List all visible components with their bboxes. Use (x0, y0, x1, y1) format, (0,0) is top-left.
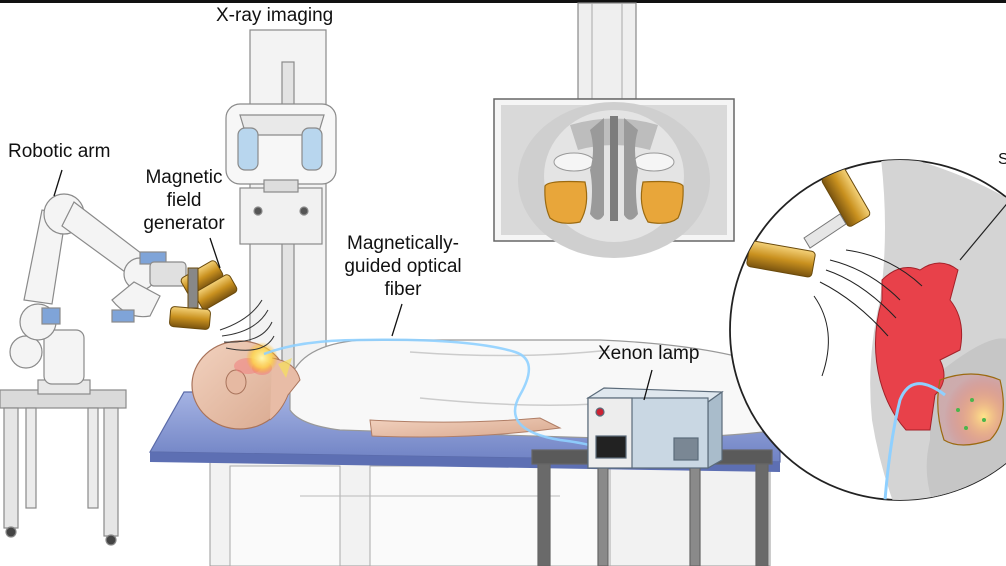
xenon-lamp (586, 387, 724, 470)
ceiling-monitor (493, 2, 735, 258)
top-border (0, 0, 1006, 3)
label-line: fiber (384, 279, 422, 300)
magnetic-field-generator (169, 260, 238, 330)
label-magnetic-field-generator: Magnetic field generator (134, 166, 234, 235)
label-line: guided optical (344, 256, 462, 277)
maxillary-sinus-right (640, 180, 684, 224)
robotic-arm (0, 193, 187, 546)
optical-fiber (263, 338, 607, 453)
label-robotic-arm: Robotic arm (8, 141, 111, 162)
label-line: Magnetically- (347, 233, 459, 254)
label-xenon-lamp: Xenon lamp (598, 343, 700, 364)
label-inset-partial: S (998, 151, 1006, 168)
label-line: generator (143, 213, 225, 234)
label-line: field (166, 190, 202, 211)
magnetic-field-lines (219, 299, 275, 351)
nasal-sinus-inset (729, 159, 1006, 501)
label-xray-imaging: X-ray imaging (216, 5, 334, 26)
leader-lines (53, 169, 653, 401)
label-line: Magnetic (145, 167, 223, 188)
label-optical-fiber: Magnetically- guided optical fiber (330, 232, 476, 301)
inset-maxillary-sinus (937, 373, 1004, 446)
maxillary-sinus-left (544, 180, 588, 224)
